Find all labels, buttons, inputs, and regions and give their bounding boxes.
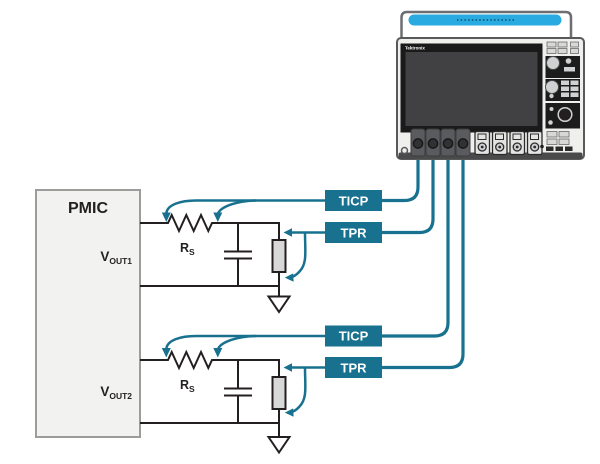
scope-button <box>557 41 568 48</box>
tpr1-arrowhead-top-icon <box>283 228 292 237</box>
vout2-load-resistor <box>271 376 287 410</box>
oscilloscope: Tektronix <box>396 10 585 160</box>
scope-handle-grip <box>408 14 562 26</box>
scope-button <box>561 80 569 85</box>
tpr2-badge <box>325 357 382 378</box>
scope-button <box>570 92 579 97</box>
scope-knob <box>545 80 559 94</box>
scope-button <box>549 107 554 111</box>
scope-panel-dot <box>540 144 544 149</box>
scope-button <box>561 86 569 91</box>
ticp1-arrowhead-left-icon <box>161 212 171 222</box>
ticp2-pointer-left <box>165 334 325 350</box>
ticp2-label: TICP <box>339 329 369 344</box>
vout1-rs-label: RS <box>180 241 195 257</box>
ticp2-arrowhead-right-icon <box>213 348 223 358</box>
probe-cable-ch1 <box>382 150 420 203</box>
bnc-connector <box>509 130 526 156</box>
vout2-capacitor <box>224 360 252 423</box>
scope-button <box>570 48 579 54</box>
scope-button <box>558 138 570 145</box>
probe-pointer-lines <box>161 199 325 417</box>
vout2-rs-label: RS <box>180 378 195 394</box>
ticp2-badge <box>325 325 382 347</box>
scope-button <box>564 67 575 72</box>
tpr1-badge <box>325 222 382 243</box>
vout1-top-wire-with-sense-resistor <box>140 212 280 240</box>
scope-button <box>555 146 563 151</box>
probe-cable-ch3 <box>382 150 450 338</box>
scope-button <box>546 146 554 151</box>
tpr1-arrowhead-bottom-icon <box>284 273 294 282</box>
scope-bottom-buttons <box>546 146 573 151</box>
scope-button <box>570 80 579 85</box>
tpr2-arrowhead-bottom-icon <box>284 408 294 417</box>
scope-button <box>558 131 570 138</box>
ticp1-arrowhead-right-icon <box>213 212 223 222</box>
vout2-ground-icon <box>266 436 292 455</box>
scope-probe-inputs <box>410 128 471 157</box>
circuit-vout1: RS <box>140 212 292 314</box>
scope-button <box>546 138 558 145</box>
scope-button <box>548 120 553 125</box>
scope-button <box>546 131 558 138</box>
ticp1-badge <box>325 190 382 211</box>
ticp2-pointer-right <box>216 334 257 350</box>
circuit-vout2: RS <box>140 349 292 455</box>
vout1-ground-icon <box>266 295 292 314</box>
bnc-connector <box>491 130 508 156</box>
scope-button <box>570 86 579 91</box>
ticp1-pointer-right <box>216 199 257 215</box>
scope-foot-screw <box>400 146 409 155</box>
probe-jack-icon <box>457 138 469 149</box>
vout1-label: VOUT1 <box>100 249 132 266</box>
scope-button <box>546 41 557 48</box>
tpr2-pointer-bottom <box>292 367 307 413</box>
scope-lower-buttons <box>546 131 570 145</box>
bnc-connector <box>474 130 491 156</box>
pmic-box <box>35 189 141 438</box>
vout2-label: VOUT2 <box>100 384 132 401</box>
probe-cable-ch4 <box>382 150 465 370</box>
probe-jack-icon <box>412 138 424 149</box>
probe-cable-ch2 <box>382 150 435 235</box>
vout2-top-wire-with-sense-resistor <box>140 349 280 377</box>
pmic-title: PMIC <box>68 200 108 217</box>
scope-button <box>565 58 572 64</box>
scope-knob <box>546 56 560 70</box>
bnc-connector <box>526 130 543 156</box>
scope-button <box>565 146 573 151</box>
scope-button <box>549 93 554 99</box>
probe-label-boxes: TICP TPR TICP TPR <box>325 190 382 378</box>
ticp2-arrowhead-left-icon <box>161 348 171 358</box>
scope-bnc-connectors <box>474 130 543 156</box>
probe-cables <box>382 150 465 370</box>
vout1-load-resistor <box>271 239 287 273</box>
scope-button <box>557 48 568 54</box>
scope-control-panel <box>545 41 580 151</box>
ticp1-label: TICP <box>339 194 369 209</box>
tpr1-pointer-bottom <box>292 232 307 278</box>
ticp1-pointer-left <box>165 199 325 214</box>
vout1-capacitor <box>224 223 252 286</box>
scope-screen-display <box>405 52 538 126</box>
scope-knob <box>557 106 573 123</box>
scope-button <box>570 41 579 48</box>
scope-handle <box>400 10 573 40</box>
tpr1-label: TPR <box>341 226 368 241</box>
tpr2-arrowhead-top-icon <box>283 363 292 372</box>
tpr2-label: TPR <box>341 361 368 376</box>
scope-button <box>561 92 569 97</box>
probe-jack-icon <box>427 138 439 149</box>
probe-jack-icon <box>442 138 454 149</box>
scope-button <box>546 48 557 54</box>
scope-button-grid <box>561 80 579 97</box>
pmic-block: PMIC VOUT1 VOUT2 <box>35 189 141 438</box>
scope-top-buttons <box>546 41 579 54</box>
scope-brand-logo: Tektronix <box>405 46 425 51</box>
